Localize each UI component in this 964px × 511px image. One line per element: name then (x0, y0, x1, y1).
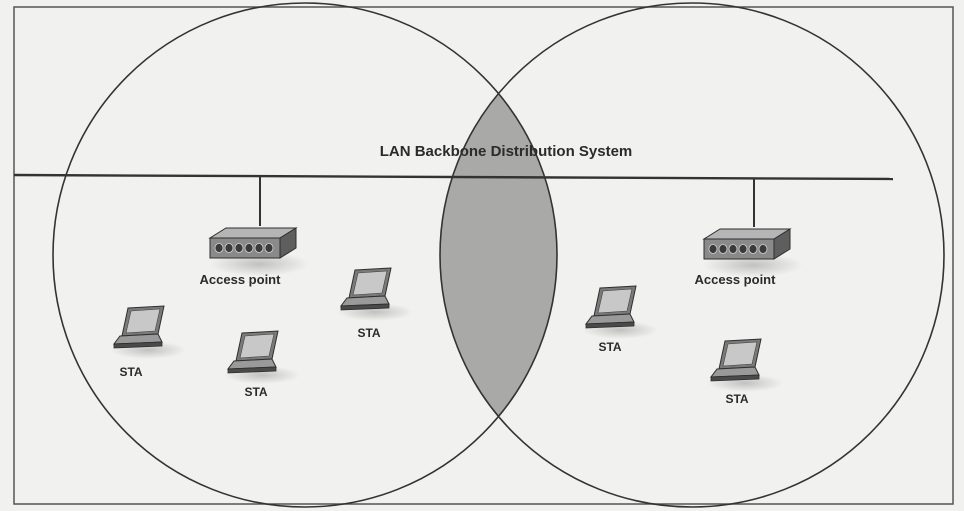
access-point-label: Access point (695, 272, 777, 287)
coverage-cell-right (439, 2, 945, 508)
laptop-icon (706, 338, 784, 393)
laptop-icon (109, 305, 187, 360)
station-label: STA (598, 340, 621, 354)
laptop-icon (581, 285, 659, 340)
station-label: STA (725, 392, 748, 406)
access-point-icon (702, 228, 804, 278)
station-label: STA (119, 365, 142, 379)
figure-frame (13, 6, 954, 505)
station-label: STA (357, 326, 380, 340)
access-point-label: Access point (200, 272, 282, 287)
laptop-icon (336, 267, 414, 322)
station-label: STA (244, 385, 267, 399)
access-point-icon (208, 227, 310, 277)
backbone-line (13, 173, 894, 181)
coverage-overlap-region (440, 3, 557, 507)
coverage-cell-left (52, 2, 558, 508)
laptop-icon (223, 330, 301, 385)
backbone-label: LAN Backbone Distribution System (380, 143, 633, 160)
